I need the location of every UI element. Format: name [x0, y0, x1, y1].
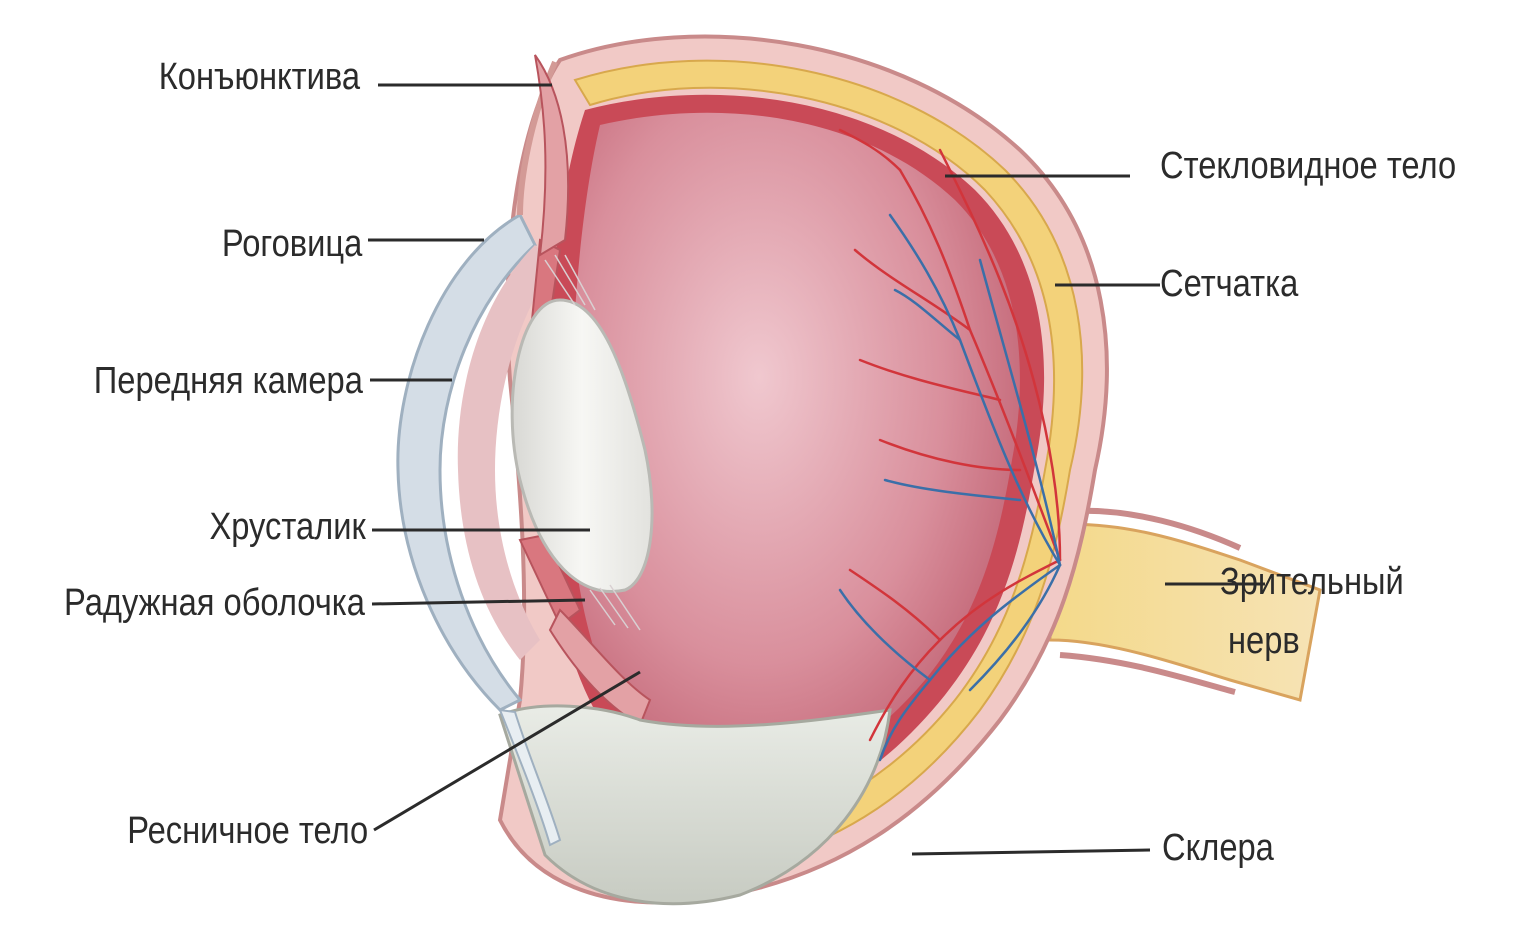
label-lens: Хрусталик [210, 508, 366, 546]
optic-nerve [1050, 524, 1320, 700]
label-vitreous-body: Стекловидное тело [1160, 147, 1456, 185]
label-retina: Сетчатка [1160, 265, 1298, 303]
label-optic-nerve-line1: Зрительный [1220, 563, 1404, 601]
label-ciliary-body: Ресничное тело [127, 812, 368, 850]
leader-sclera [912, 850, 1150, 854]
label-optic-nerve-line2: нерв [1228, 622, 1300, 660]
label-cornea: Роговица [222, 225, 362, 263]
label-anterior-chamber: Передняя камера [94, 362, 363, 400]
label-sclera: Склера [1162, 829, 1274, 867]
label-conjunctiva: Конъюнктива [159, 58, 360, 96]
label-iris: Радужная оболочка [64, 584, 365, 622]
